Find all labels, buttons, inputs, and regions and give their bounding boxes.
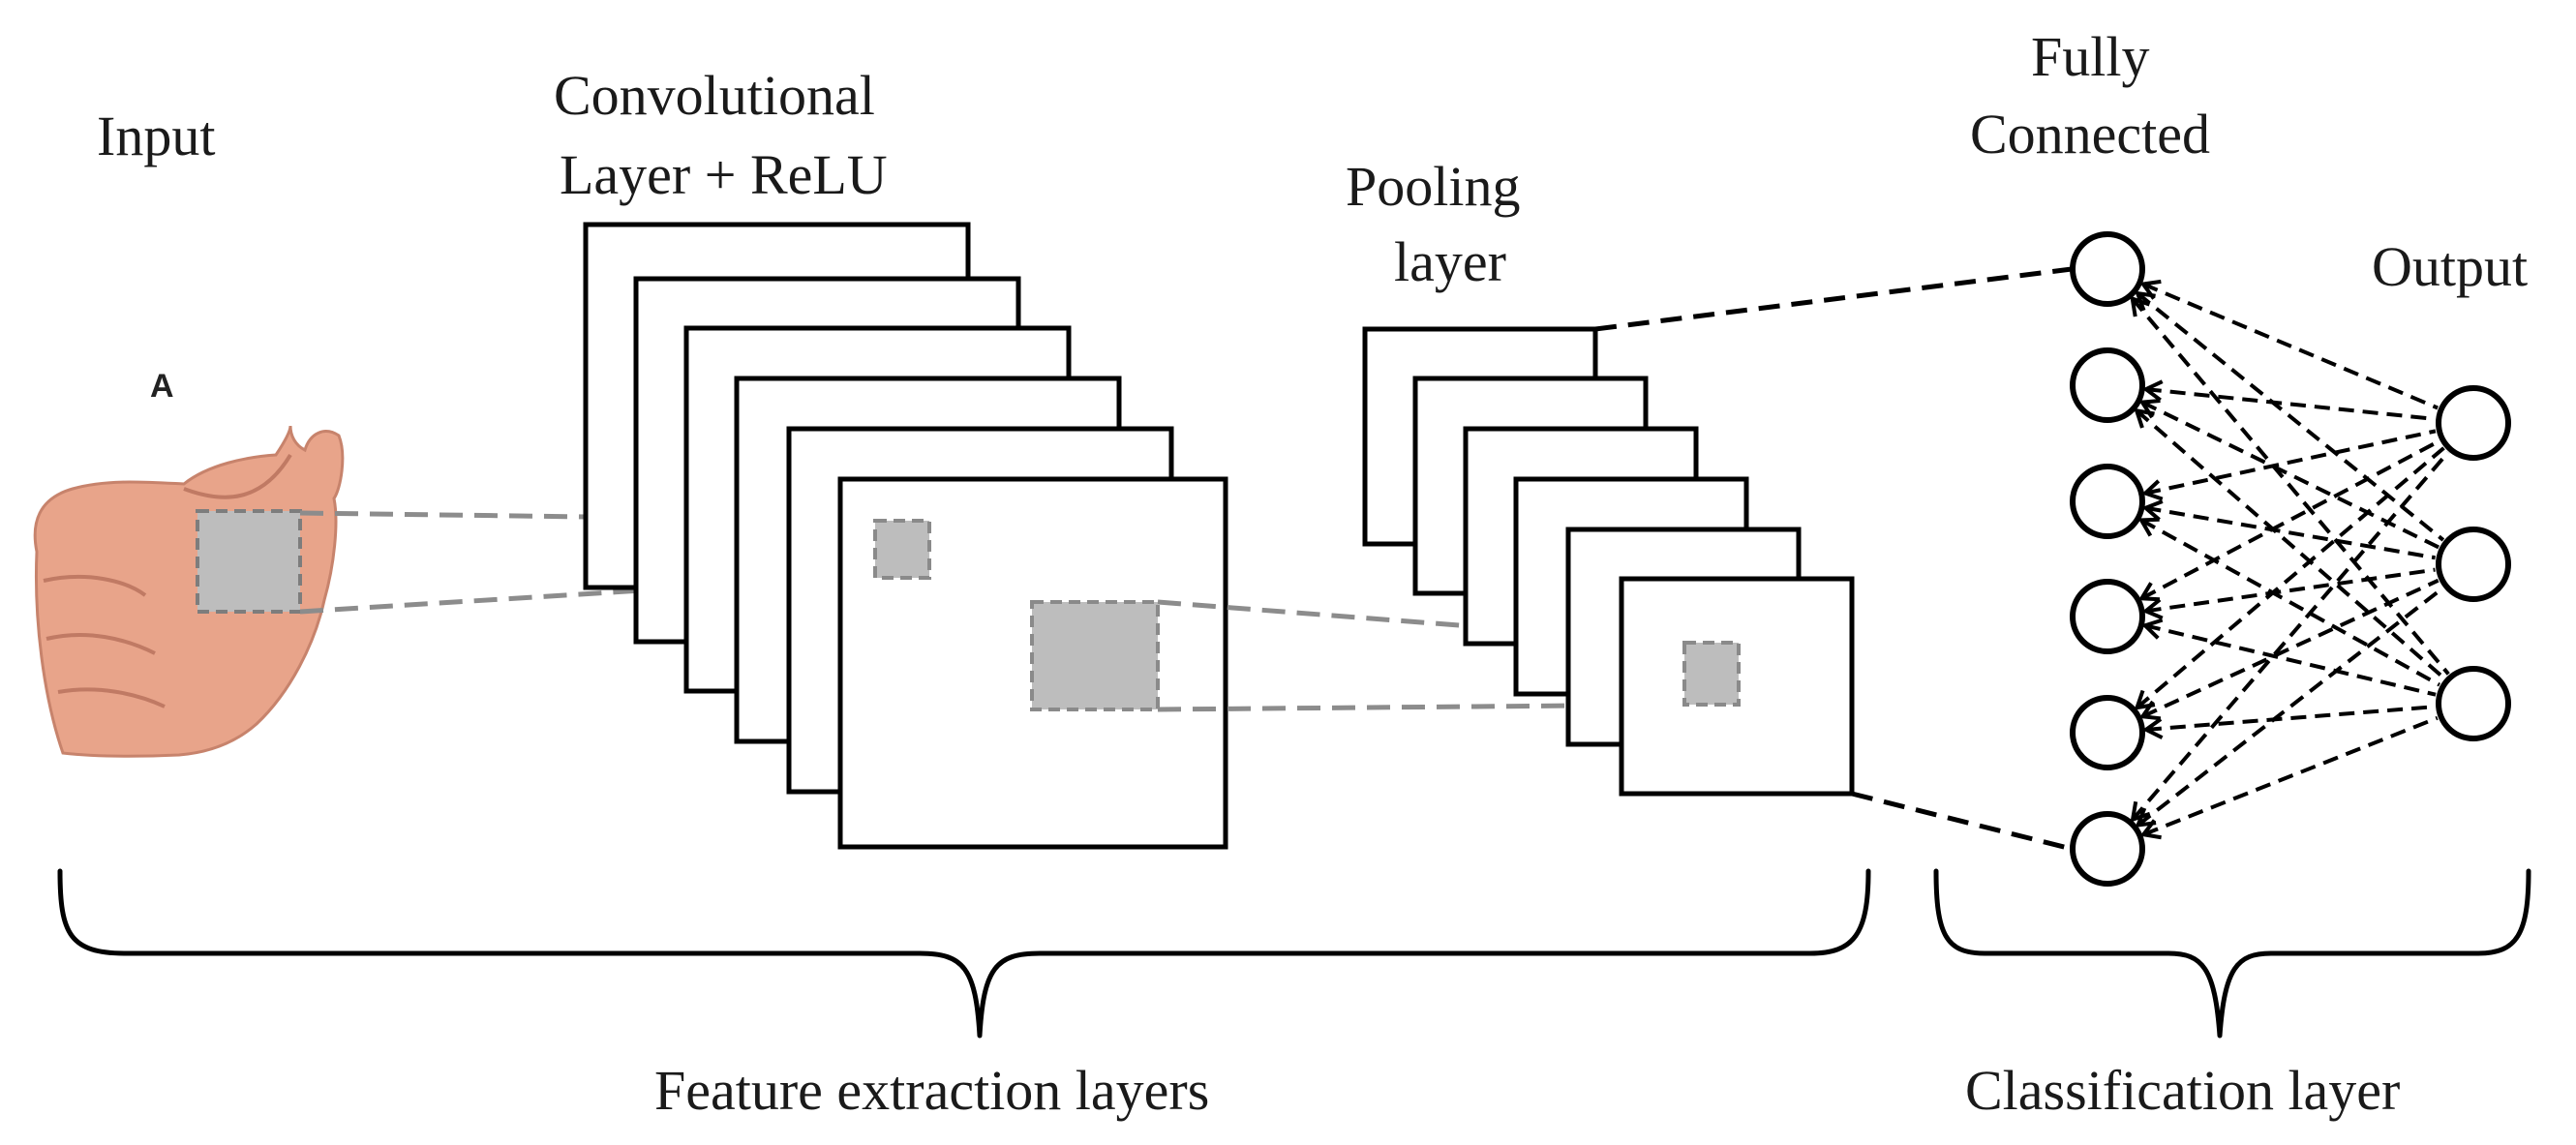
fc-link-2-3 bbox=[2135, 408, 2446, 680]
fc-link-2-2 bbox=[2141, 400, 2440, 550]
fc-link-4-1 bbox=[2140, 438, 2440, 601]
fc-link-arrowhead-4-3 bbox=[2141, 618, 2164, 640]
fc-node-4 bbox=[2070, 579, 2145, 654]
fc-node-6 bbox=[2070, 811, 2145, 887]
fc-output-connections bbox=[2130, 279, 2450, 840]
fc-link-1-2 bbox=[2136, 291, 2445, 542]
fc-link-arrowhead-5-2 bbox=[2138, 700, 2162, 721]
fc-link-arrowhead-6-1 bbox=[2130, 800, 2151, 823]
fc-link-5-3 bbox=[2145, 705, 2436, 732]
fc-link-3-3 bbox=[2140, 518, 2440, 687]
pool-to-fc-connection-top bbox=[1594, 266, 2073, 332]
pool-feature-maps bbox=[1362, 326, 1855, 797]
fc-link-6-1 bbox=[2131, 451, 2450, 821]
fc-link-6-3 bbox=[2142, 715, 2439, 837]
hand-finger-crease-3 bbox=[57, 687, 166, 708]
fully-connected-nodes bbox=[2070, 231, 2145, 887]
hand-finger-crease-1 bbox=[43, 574, 147, 597]
input-receptive-field bbox=[196, 509, 302, 614]
fc-link-arrowhead-3-1 bbox=[2141, 479, 2164, 501]
fc-label-line2: Connected bbox=[1970, 103, 2210, 166]
pool-to-fc-connection-bottom bbox=[1851, 791, 2073, 852]
feature-extraction-label: Feature extraction layers bbox=[654, 1059, 1209, 1122]
fc-node-3 bbox=[2070, 464, 2145, 539]
hand-letter-label: A bbox=[150, 368, 174, 405]
output-node-3 bbox=[2436, 666, 2511, 741]
fc-link-3-1 bbox=[2144, 429, 2437, 496]
fc-link-arrowhead-3-3 bbox=[2137, 517, 2160, 537]
output-node-1 bbox=[2436, 385, 2511, 461]
fc-link-arrowhead-5-3 bbox=[2141, 717, 2164, 739]
fc-link-arrowhead-3-2 bbox=[2141, 499, 2164, 522]
output-nodes bbox=[2436, 385, 2511, 741]
classification-brace bbox=[1933, 868, 2531, 1039]
fc-link-arrowhead-1-3 bbox=[2130, 295, 2151, 317]
conv-label-line2: Layer + ReLU bbox=[560, 143, 888, 206]
fc-link-arrowhead-2-3 bbox=[2134, 407, 2155, 429]
conv-label-line1: Convolutional bbox=[554, 64, 875, 127]
hand-finger-crease-2 bbox=[45, 632, 156, 655]
fc-link-1-1 bbox=[2142, 282, 2439, 410]
fc-link-arrowhead-4-1 bbox=[2137, 582, 2161, 602]
fc-label-line1: Fully bbox=[2031, 25, 2150, 88]
fc-link-3-2 bbox=[2145, 505, 2436, 560]
fc-link-5-2 bbox=[2141, 578, 2440, 719]
fc-link-4-2 bbox=[2145, 567, 2436, 614]
fc-node-2 bbox=[2070, 347, 2145, 423]
output-label: Output bbox=[2372, 235, 2528, 298]
conv-small-patch bbox=[873, 519, 931, 580]
input-to-conv-projection-bottom bbox=[299, 573, 876, 615]
classification-label: Classification layer bbox=[1965, 1059, 2400, 1122]
hand-knuckle-shade bbox=[183, 453, 292, 499]
fc-node-1 bbox=[2070, 231, 2145, 307]
conv-feature-maps bbox=[583, 222, 1228, 850]
hand-shape bbox=[33, 425, 345, 758]
pool-label-line1: Pooling bbox=[1346, 155, 1521, 218]
fc-link-6-2 bbox=[2137, 586, 2444, 828]
conv-pool-window bbox=[1030, 600, 1160, 711]
fc-link-4-3 bbox=[2144, 623, 2437, 697]
fc-node-5 bbox=[2070, 695, 2145, 770]
input-hand-image: A bbox=[33, 368, 345, 758]
fc-link-arrowhead-2-1 bbox=[2141, 379, 2164, 402]
fc-link-5-1 bbox=[2136, 446, 2445, 709]
pool-small-patch bbox=[1682, 641, 1741, 707]
fc-link-arrowhead-6-3 bbox=[2139, 819, 2162, 840]
input-label: Input bbox=[97, 105, 215, 167]
output-node-2 bbox=[2436, 527, 2511, 602]
fc-link-1-3 bbox=[2131, 297, 2450, 676]
fc-link-2-1 bbox=[2145, 387, 2436, 421]
fc-link-arrowhead-4-2 bbox=[2141, 598, 2164, 620]
fc-link-arrowhead-1-2 bbox=[2135, 290, 2156, 312]
feature-extraction-brace bbox=[57, 868, 1871, 1039]
pool-label-line2: layer bbox=[1394, 230, 1506, 293]
